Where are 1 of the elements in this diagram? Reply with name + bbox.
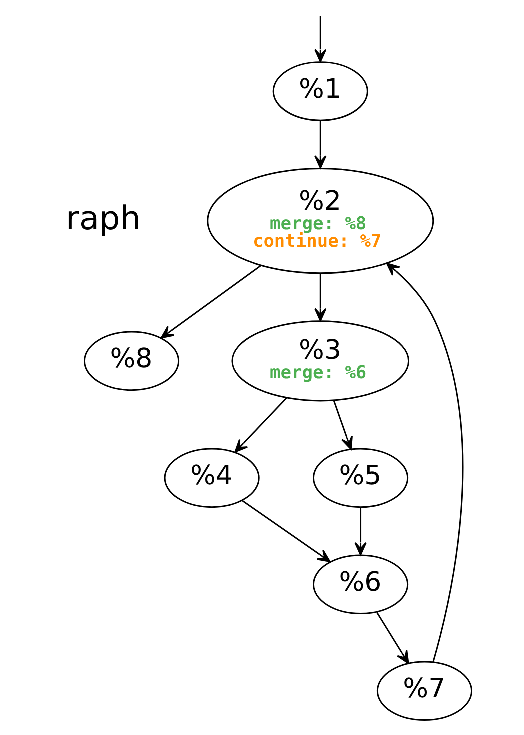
label: raph bbox=[66, 199, 141, 238]
